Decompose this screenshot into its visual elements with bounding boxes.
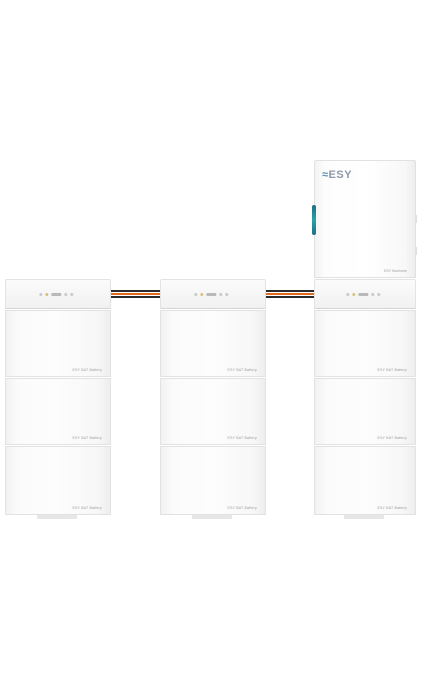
- brand-text: ESY: [328, 169, 353, 181]
- status-led-icon: [51, 293, 62, 296]
- side-bracket: [415, 247, 417, 255]
- side-bracket: [415, 215, 417, 223]
- status-led-icon: [45, 293, 49, 296]
- base-foot: [37, 515, 77, 519]
- status-led-icon: [39, 293, 43, 296]
- status-led-icon: [352, 293, 356, 296]
- power-cable: [266, 290, 314, 299]
- control-box: [160, 279, 266, 309]
- cable-negative: [266, 290, 314, 292]
- battery-stack-left: ESY BAT Battery ESY BAT Battery ESY BAT …: [5, 279, 111, 519]
- control-box: [314, 279, 416, 309]
- cable-negative: [111, 296, 160, 298]
- battery-label: ESY BAT Battery: [72, 436, 102, 440]
- brand-logo: ≈ESY: [322, 169, 352, 181]
- battery-label: ESY BAT Battery: [72, 368, 102, 372]
- inverter-model-label: ESY Sunhome: [384, 269, 407, 273]
- battery-label: ESY BAT Battery: [227, 506, 257, 510]
- logo-icon: ≈: [322, 169, 329, 181]
- status-led-icon: [206, 293, 217, 296]
- status-led-icon: [225, 293, 229, 296]
- cable-positive: [266, 293, 314, 295]
- status-led-icon: [371, 293, 375, 296]
- control-box: [5, 279, 111, 309]
- battery-label: ESY BAT Battery: [227, 368, 257, 372]
- power-cable: [111, 290, 160, 299]
- battery-module: ESY BAT Battery: [314, 310, 416, 377]
- base-foot: [192, 515, 232, 519]
- base-foot: [344, 515, 384, 519]
- status-light-strip: [312, 205, 316, 235]
- hybrid-inverter: ≈ESY ESY Sunhome: [312, 160, 417, 278]
- status-leds: [39, 293, 74, 296]
- status-led-icon: [346, 293, 350, 296]
- status-leds: [346, 293, 381, 296]
- battery-stack-right: ≈ESY ESY Sunhome ESY BAT Battery ESY BAT…: [312, 160, 417, 519]
- battery-module: ESY BAT Battery: [5, 378, 111, 445]
- battery-label: ESY BAT Battery: [377, 436, 407, 440]
- status-led-icon: [70, 293, 74, 296]
- status-led-icon: [64, 293, 68, 296]
- cable-negative: [111, 290, 160, 292]
- battery-module: ESY BAT Battery: [5, 446, 111, 515]
- cable-negative: [266, 296, 314, 298]
- battery-module: ESY BAT Battery: [160, 378, 266, 445]
- status-led-icon: [219, 293, 223, 296]
- battery-label: ESY BAT Battery: [377, 368, 407, 372]
- battery-module: ESY BAT Battery: [160, 310, 266, 377]
- battery-module: ESY BAT Battery: [314, 378, 416, 445]
- status-led-icon: [358, 293, 369, 296]
- status-led-icon: [377, 293, 381, 296]
- battery-module: ESY BAT Battery: [314, 446, 416, 515]
- status-leds: [194, 293, 229, 296]
- status-led-icon: [200, 293, 204, 296]
- cable-positive: [111, 293, 160, 295]
- battery-label: ESY BAT Battery: [72, 506, 102, 510]
- battery-stack-middle: ESY BAT Battery ESY BAT Battery ESY BAT …: [160, 279, 266, 519]
- battery-label: ESY BAT Battery: [227, 436, 257, 440]
- battery-module: ESY BAT Battery: [5, 310, 111, 377]
- status-led-icon: [194, 293, 198, 296]
- battery-module: ESY BAT Battery: [160, 446, 266, 515]
- battery-label: ESY BAT Battery: [377, 506, 407, 510]
